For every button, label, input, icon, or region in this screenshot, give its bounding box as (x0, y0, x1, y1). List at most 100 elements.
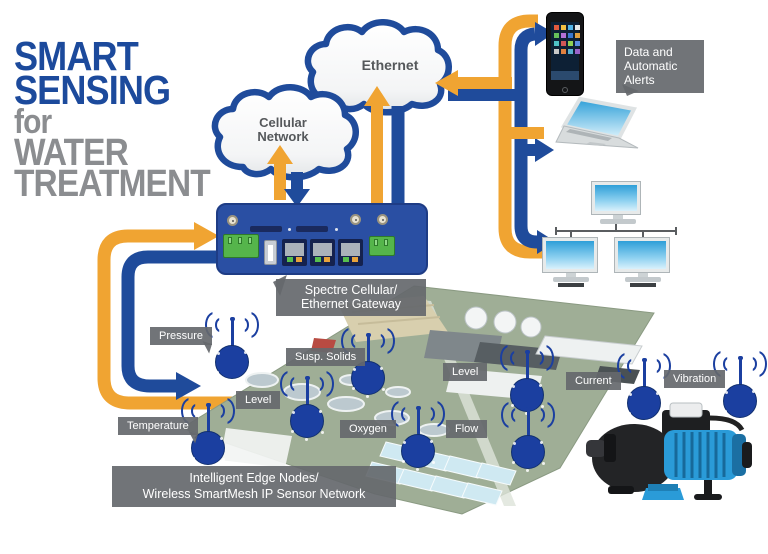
sensor-body (511, 435, 545, 469)
sensor-body (627, 386, 661, 420)
wifi-waves-icon (617, 352, 639, 380)
sensor-body (215, 345, 249, 379)
antenna-icon (365, 333, 371, 365)
wifi-waves-icon (532, 344, 554, 372)
sensor-body (510, 378, 544, 412)
sensor-body (351, 361, 385, 395)
wifi-waves-icon (745, 350, 767, 378)
sensor-label-current: Current (566, 372, 621, 390)
smartphone (546, 12, 584, 96)
vent-slot (296, 226, 328, 232)
led-dot (288, 228, 291, 231)
monitor-speaker-bar (558, 283, 584, 287)
wifi-waves-icon (237, 311, 259, 339)
arrow-cellular-to-gateway-blue (284, 172, 310, 207)
sensor-node-level-1 (280, 371, 334, 438)
wifi-waves-icon (213, 397, 235, 425)
sensor-node-oxygen (391, 401, 445, 468)
antenna-icon (415, 406, 421, 438)
sensor-label-vibration: Vibration (664, 370, 726, 388)
monitor-stand (638, 272, 648, 277)
monitor-screen (542, 237, 598, 273)
wifi-waves-icon (280, 370, 302, 398)
wifi-waves-icon (533, 401, 555, 429)
antenna-connector-icon (227, 215, 238, 226)
laptop (544, 96, 644, 160)
cellular-ethernet-gateway-device (216, 203, 428, 275)
sensor-node-pressure (205, 312, 259, 379)
sensor-label-pressure: Pressure (150, 327, 213, 345)
desktop-monitor-top (591, 181, 644, 224)
vent-slot (250, 226, 282, 232)
cellular-cloud-label: Cellular Network (257, 115, 309, 145)
sensor-label-flow: Flow (446, 420, 488, 438)
alerts-label: Data and Automatic Alerts (616, 40, 704, 94)
page-title: SMART SENSING for WATER TREATMENT (14, 33, 211, 205)
sensor-body (290, 404, 324, 438)
antenna-icon (304, 376, 310, 408)
home-button-icon (562, 87, 568, 93)
antenna-connector-icon (350, 214, 361, 225)
sensor-label-level-2: Level (443, 363, 488, 381)
title-line-sensing: SENSING (14, 66, 171, 113)
terminal-block (369, 236, 395, 256)
water-pump-graphic (586, 402, 752, 500)
arrow-gateway-to-sensors-blue (121, 250, 218, 400)
sensor-node-vibration (713, 351, 767, 418)
wifi-waves-icon (501, 401, 523, 429)
wifi-waves-icon (423, 400, 445, 428)
sensor-label-oxygen: Oxygen (340, 420, 396, 438)
gateway-label: Spectre Cellular/ Ethernet Gateway (276, 279, 426, 316)
desktop-monitor-right (614, 237, 671, 287)
monitor-screen (591, 181, 641, 215)
monitor-speaker-bar (630, 283, 656, 287)
monitor-base (600, 219, 636, 224)
terminal-block (223, 234, 259, 258)
sensor-node-level-2 (500, 345, 554, 412)
antenna-icon (525, 407, 531, 439)
antenna-icon (641, 358, 647, 390)
sensor-node-current (617, 353, 671, 420)
antenna-icon (205, 403, 211, 435)
title-line-water: WATER (14, 131, 129, 174)
monitor-stand (566, 272, 576, 277)
arrow-sensors-to-gateway-orange (97, 222, 235, 410)
ethernet-cloud-label: Ethernet (361, 57, 419, 73)
antenna-icon (524, 350, 530, 382)
title-line-treatment: TREATMENT (14, 162, 211, 205)
monitor-stand (613, 214, 623, 219)
wifi-waves-icon (373, 327, 395, 355)
sensor-body (723, 384, 757, 418)
monitor-base (553, 277, 589, 282)
ethernet-port (338, 239, 363, 266)
antenna-connector-icon (377, 214, 388, 225)
sensor-label-susp-solids: Susp. Solids (286, 348, 366, 366)
antenna-icon (737, 356, 743, 388)
sensor-network-label: Intelligent Edge Nodes/ Wireless SmartMe… (112, 466, 396, 508)
led-dot (335, 228, 338, 231)
antenna-icon (229, 317, 235, 349)
wifi-waves-icon (500, 344, 522, 372)
arrow-gateway-to-ethernet-orange (364, 86, 390, 204)
smartphone-screen (551, 22, 579, 80)
desktop-network-lines (555, 222, 677, 239)
ethernet-port (282, 239, 307, 266)
wifi-waves-icon (312, 370, 334, 398)
arrow-devices-to-ethernet-orange (435, 70, 544, 139)
title-line-smart: SMART (14, 33, 139, 79)
arrow-gateway-to-cellular-orange (267, 145, 293, 200)
title-line-for: for (14, 103, 52, 142)
sensor-node-flow (501, 402, 555, 469)
sensor-node-susp-solids (341, 328, 395, 395)
sensor-label-temperature: Temperature (118, 417, 198, 435)
app-grid-icon (554, 25, 559, 30)
laptop-graphic (555, 96, 639, 149)
desktop-monitor-left (542, 237, 599, 287)
sensor-label-level-1: Level (236, 391, 281, 409)
ethernet-port (310, 239, 335, 266)
dock-bar (551, 71, 579, 80)
sensor-body (401, 434, 435, 468)
water-pump (584, 400, 762, 506)
usb-port (264, 240, 277, 265)
